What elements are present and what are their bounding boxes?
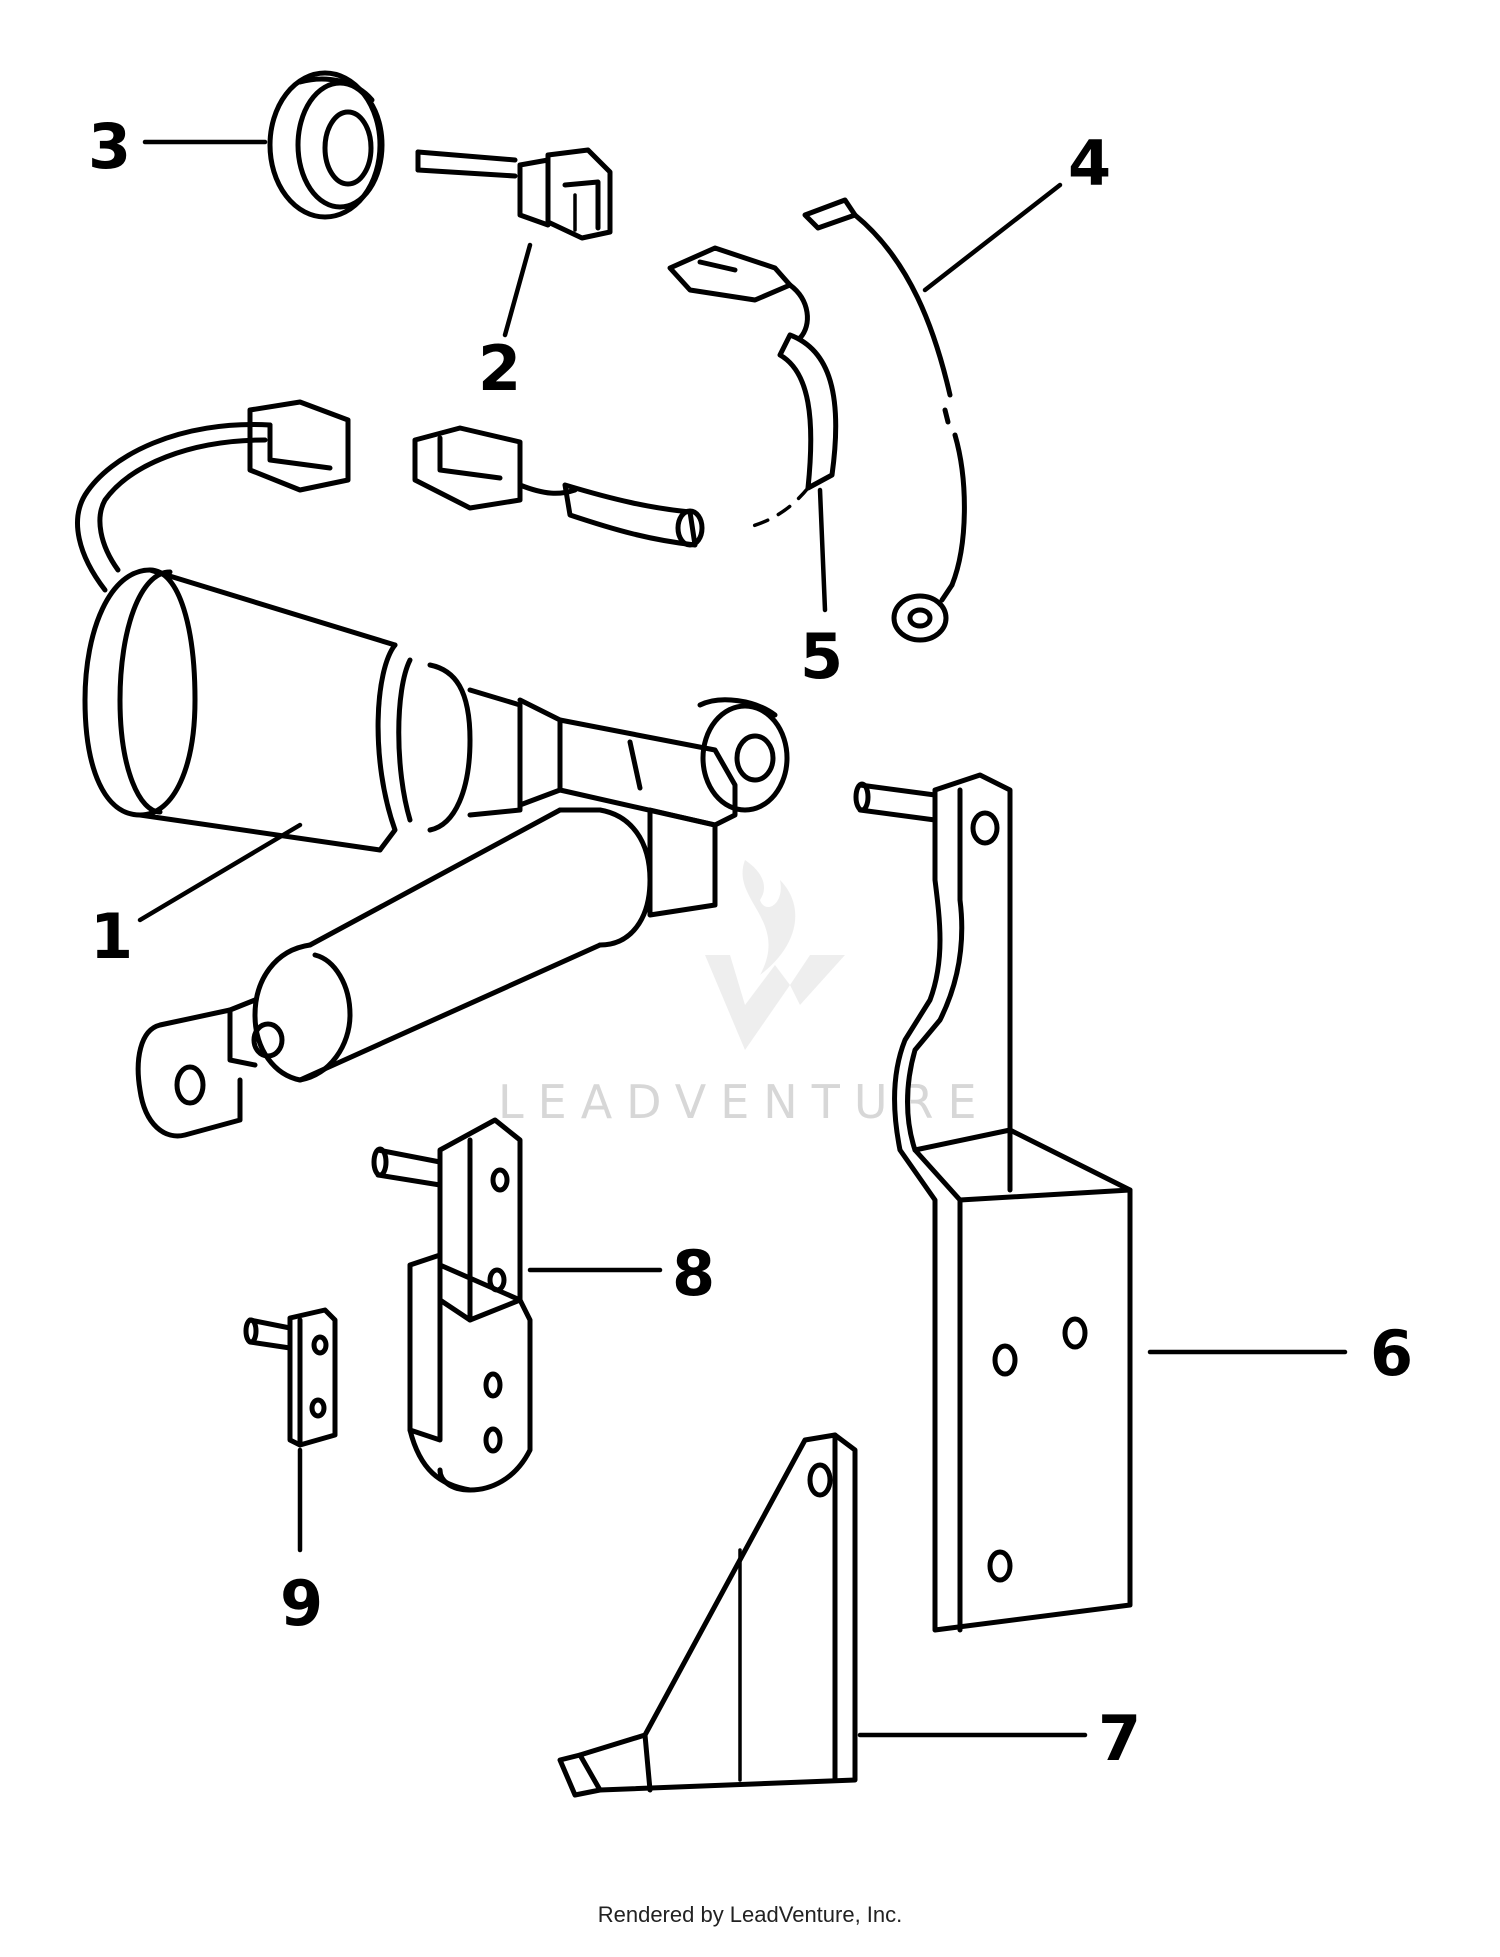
- part-3-grommet: [267, 70, 385, 220]
- part-4-ground-wire: [802, 197, 967, 643]
- callout-7: 7: [1098, 1702, 1141, 1775]
- callout-1: 1: [90, 900, 133, 973]
- part-5-wire-harness: [412, 245, 839, 548]
- leader-5: [817, 487, 828, 613]
- leader-2: [502, 242, 533, 338]
- leader-1: [137, 822, 303, 923]
- part-8-bracket: [371, 1117, 533, 1493]
- callouts: 3 2 4 5 1 8 6 9 7: [88, 110, 1413, 1775]
- part-1-actuator: [75, 399, 790, 1139]
- callout-9: 9: [280, 1567, 323, 1640]
- watermark-text: LEADVENTURE: [498, 1075, 991, 1129]
- part-9-plate: [243, 1307, 338, 1448]
- callout-5: 5: [800, 620, 843, 693]
- part-6-mount-bracket: [853, 772, 1133, 1633]
- leader-4: [922, 182, 1063, 293]
- footer-credit: Rendered by LeadVenture, Inc.: [597, 1902, 903, 1927]
- leadventure-logo-icon: [705, 860, 845, 1050]
- callout-2: 2: [478, 332, 521, 405]
- callout-4: 4: [1068, 127, 1111, 200]
- callout-3: 3: [88, 110, 131, 183]
- callout-8: 8: [672, 1237, 715, 1310]
- part-7-gusset: [557, 1432, 858, 1798]
- callout-6: 6: [1370, 1317, 1413, 1390]
- leader-lines: [137, 139, 1348, 1738]
- watermark: LEADVENTURE: [498, 860, 991, 1129]
- part-2-switch: [415, 147, 613, 241]
